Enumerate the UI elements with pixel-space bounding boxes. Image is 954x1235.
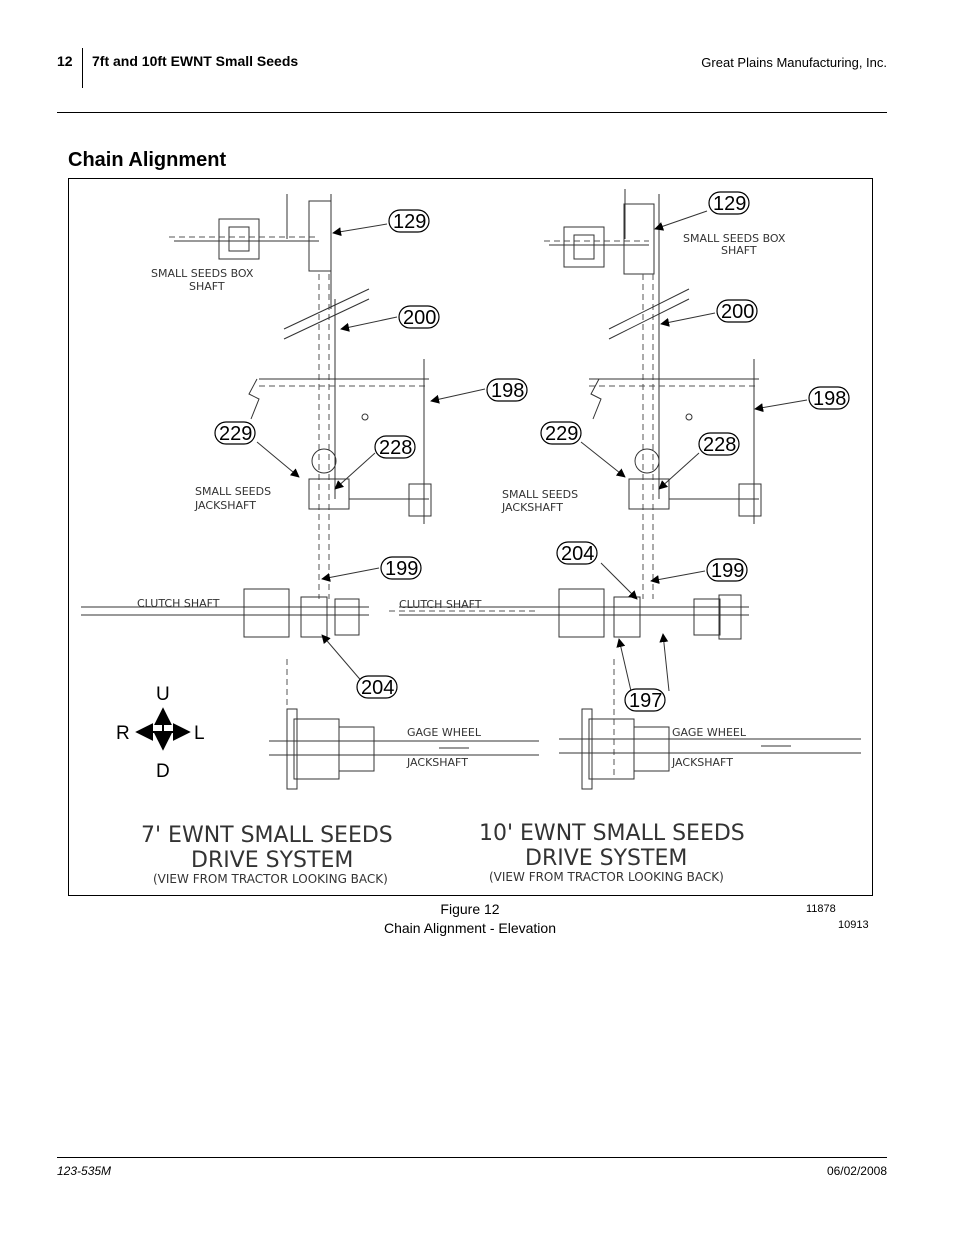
svg-text:229: 229 <box>219 423 252 445</box>
figure-chain-alignment: SMALL SEEDS BOX SHAFT SMALL SEEDS JACKSH… <box>68 178 873 896</box>
callout-204: 204 <box>356 675 398 699</box>
svg-text:198: 198 <box>491 380 524 402</box>
svg-text:204: 204 <box>561 543 594 565</box>
callout-199: 199 <box>380 556 422 580</box>
svg-text:200: 200 <box>721 301 754 323</box>
callout-228-right: 228 <box>698 432 740 456</box>
left-title-line-1: 7' EWNT SMALL SEEDS <box>141 823 393 848</box>
svg-text:228: 228 <box>379 437 412 459</box>
footer-rule <box>57 1157 887 1158</box>
right-box-shaft-label-1: SMALL SEEDS BOX <box>683 232 786 245</box>
svg-text:199: 199 <box>385 558 418 580</box>
left-gage-jackshaft-label: JACKSHAFT <box>406 756 468 769</box>
page-number: 12 <box>57 53 73 69</box>
figure-ref-id-2: 10913 <box>838 919 869 931</box>
callout-229: 229 <box>214 421 256 445</box>
right-box-shaft-label-2: SHAFT <box>721 244 757 257</box>
svg-text:204: 204 <box>361 677 394 699</box>
callout-200-right: 200 <box>716 299 758 323</box>
left-gage-wheel-label: GAGE WHEEL <box>407 726 482 739</box>
svg-text:229: 229 <box>545 423 578 445</box>
svg-text:197: 197 <box>629 690 662 712</box>
svg-text:199: 199 <box>711 560 744 582</box>
company-name: Great Plains Manufacturing, Inc. <box>701 55 887 70</box>
callout-129: 129 <box>388 209 430 233</box>
document-title: 7ft and 10ft EWNT Small Seeds <box>92 53 299 69</box>
left-title-line-3: (VIEW FROM TRACTOR LOOKING BACK) <box>153 872 388 886</box>
header-divider <box>82 48 83 88</box>
direction-indicator: U D R L <box>116 684 205 782</box>
callout-129-right: 129 <box>708 191 750 215</box>
callout-200: 200 <box>398 305 440 329</box>
right-title-line-1: 10' EWNT SMALL SEEDS <box>479 821 745 846</box>
left-jackshaft-label-2: JACKSHAFT <box>194 499 256 512</box>
left-box-shaft-label-1: SMALL SEEDS BOX <box>151 267 254 280</box>
callout-228: 228 <box>374 435 416 459</box>
callout-197: 197 <box>624 688 666 712</box>
figure-number: Figure 12 <box>440 901 500 917</box>
callout-198: 198 <box>486 378 528 402</box>
right-title-line-3: (VIEW FROM TRACTOR LOOKING BACK) <box>489 870 724 884</box>
right-jackshaft-label-2: JACKSHAFT <box>501 501 563 514</box>
direction-right-label: R <box>116 723 130 744</box>
callout-229-right: 229 <box>540 421 582 445</box>
section-title: Chain Alignment <box>68 149 227 171</box>
figure-ref-id-1: 11878 <box>806 903 836 915</box>
right-clutch-shaft-label: CLUTCH SHAFT <box>399 598 482 611</box>
direction-up-label: U <box>156 684 170 705</box>
left-box-shaft-label-2: SHAFT <box>189 280 225 293</box>
svg-text:129: 129 <box>713 193 746 215</box>
svg-text:198: 198 <box>813 388 846 410</box>
svg-text:200: 200 <box>403 307 436 329</box>
figure-caption: Chain Alignment - Elevation <box>384 920 556 936</box>
right-drive-drawing: SMALL SEEDS BOX SHAFT SMALL SEEDS JACKSH… <box>399 189 861 884</box>
direction-down-label: D <box>156 761 170 782</box>
footer-date: 06/02/2008 <box>826 1164 887 1178</box>
left-clutch-shaft-label: CLUTCH SHAFT <box>137 597 220 610</box>
callout-199-right: 199 <box>706 558 748 582</box>
right-jackshaft-label-1: SMALL SEEDS <box>502 488 578 501</box>
right-gage-jackshaft-label: JACKSHAFT <box>671 756 733 769</box>
right-title-line-2: DRIVE SYSTEM <box>525 846 687 871</box>
svg-text:228: 228 <box>703 434 736 456</box>
svg-text:129: 129 <box>393 211 426 233</box>
callout-204-right: 204 <box>556 541 598 565</box>
right-gage-wheel-label: GAGE WHEEL <box>672 726 747 739</box>
left-drive-drawing: SMALL SEEDS BOX SHAFT SMALL SEEDS JACKSH… <box>81 194 539 886</box>
callout-198-right: 198 <box>808 386 850 410</box>
footer-doc-number: 123-535M <box>57 1164 112 1178</box>
drive-system-drawing: SMALL SEEDS BOX SHAFT SMALL SEEDS JACKSH… <box>81 189 861 886</box>
header-rule <box>57 112 887 113</box>
direction-left-label: L <box>194 723 205 744</box>
left-title-line-2: DRIVE SYSTEM <box>191 848 353 873</box>
left-jackshaft-label-1: SMALL SEEDS <box>195 485 271 498</box>
